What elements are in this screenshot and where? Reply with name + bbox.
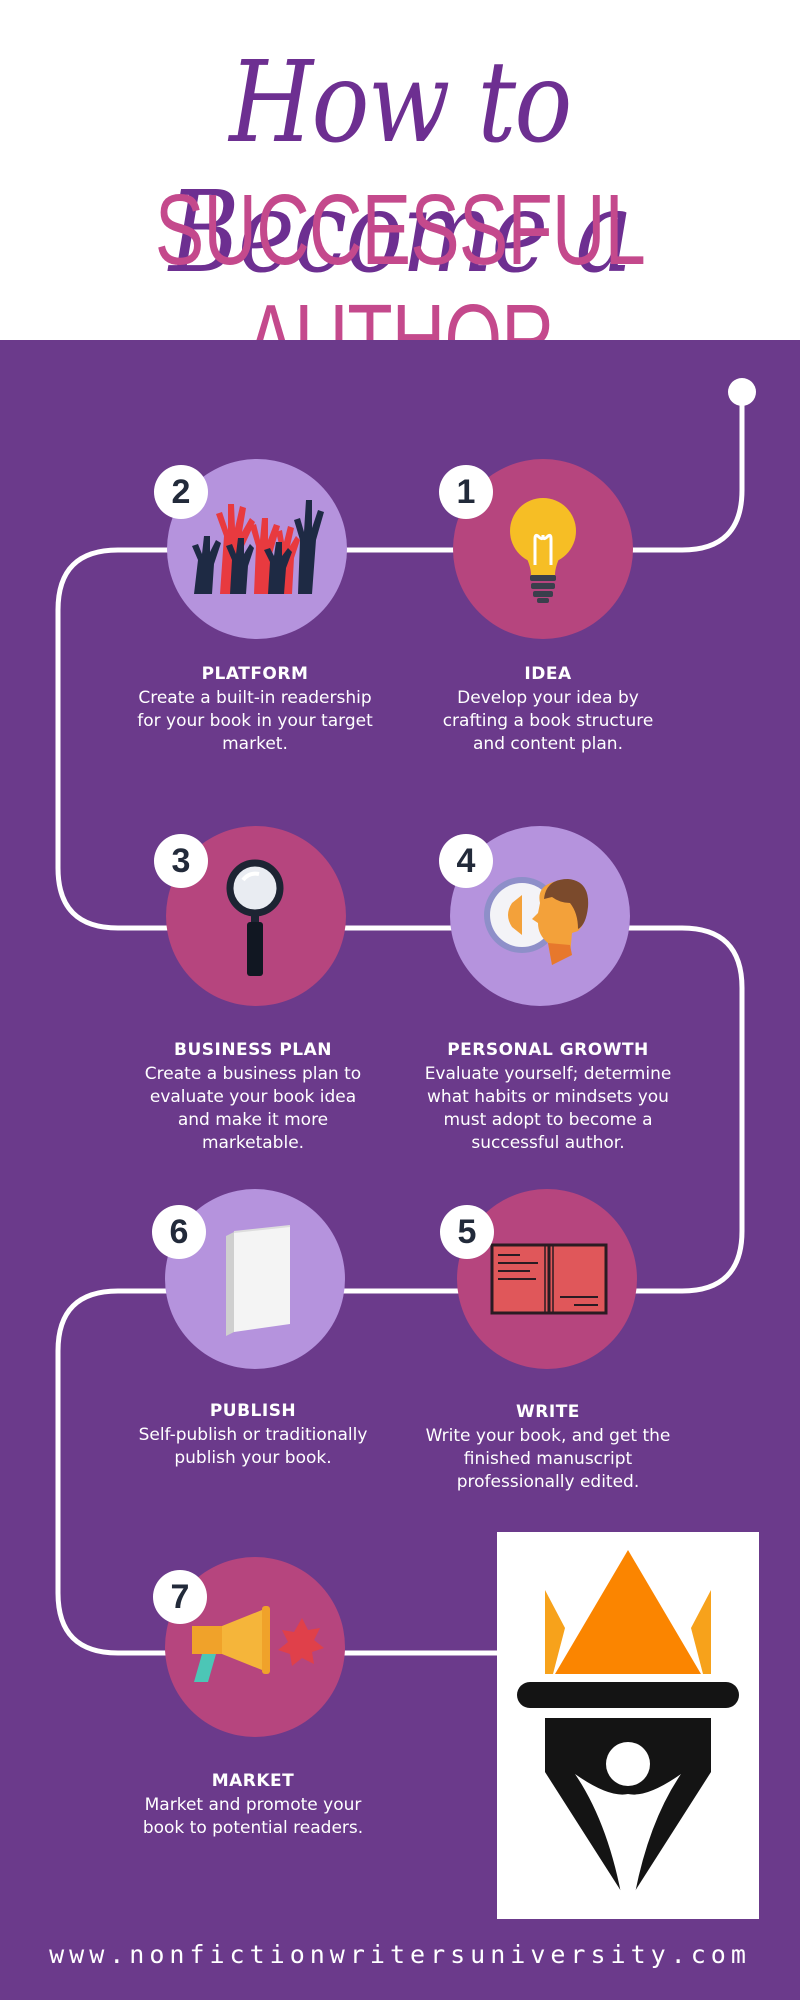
step-5-description: Write your book, and get the finished ma… bbox=[425, 1426, 671, 1492]
step-6-number: 6 bbox=[152, 1205, 206, 1259]
open-book-icon bbox=[490, 1243, 608, 1315]
step-3-number: 3 bbox=[154, 834, 208, 888]
step-1-number: 1 bbox=[439, 465, 493, 519]
logo-box bbox=[497, 1532, 759, 1919]
step-2-title: PLATFORM bbox=[201, 664, 309, 684]
step-6-title: PUBLISH bbox=[209, 1401, 297, 1421]
step-4-number: 4 bbox=[439, 834, 493, 888]
step-2-number: 2 bbox=[154, 465, 208, 519]
step-2-description: Create a built-in readership for your bo… bbox=[137, 688, 373, 754]
megaphone-icon bbox=[192, 1606, 324, 1682]
step-3-title: BUSINESS PLAN bbox=[174, 1040, 332, 1060]
path-start-dot bbox=[728, 378, 756, 406]
step-6-description: Self-publish or traditionally publish yo… bbox=[138, 1425, 368, 1468]
step-4-description: Evaluate yourself; determine what habits… bbox=[424, 1064, 672, 1153]
step-1-description: Develop your idea by crafting a book str… bbox=[442, 688, 654, 754]
step-7-description: Market and promote your book to potentia… bbox=[142, 1795, 364, 1838]
footer-url[interactable]: www.nonfictionwritersuniversity.com bbox=[49, 1940, 751, 1969]
step-7-number: 7 bbox=[153, 1570, 207, 1624]
step-3-description: Create a business plan to evaluate your … bbox=[144, 1064, 362, 1153]
step-7-title: MARKET bbox=[211, 1771, 295, 1791]
mirror-reflection-icon bbox=[484, 877, 589, 965]
step-5-number: 5 bbox=[440, 1205, 494, 1259]
step-4-title: PERSONAL GROWTH bbox=[447, 1040, 649, 1060]
raised-hands-icon bbox=[192, 500, 324, 594]
closed-book-icon bbox=[226, 1225, 291, 1336]
crown-pen-nib-logo bbox=[517, 1550, 739, 1904]
step-1-title: IDEA bbox=[524, 664, 572, 684]
step-5-title: WRITE bbox=[516, 1402, 580, 1422]
lightbulb-icon bbox=[510, 498, 576, 603]
magnifying-glass-icon bbox=[226, 859, 284, 976]
title-line-1: How to Become a bbox=[168, 38, 633, 298]
